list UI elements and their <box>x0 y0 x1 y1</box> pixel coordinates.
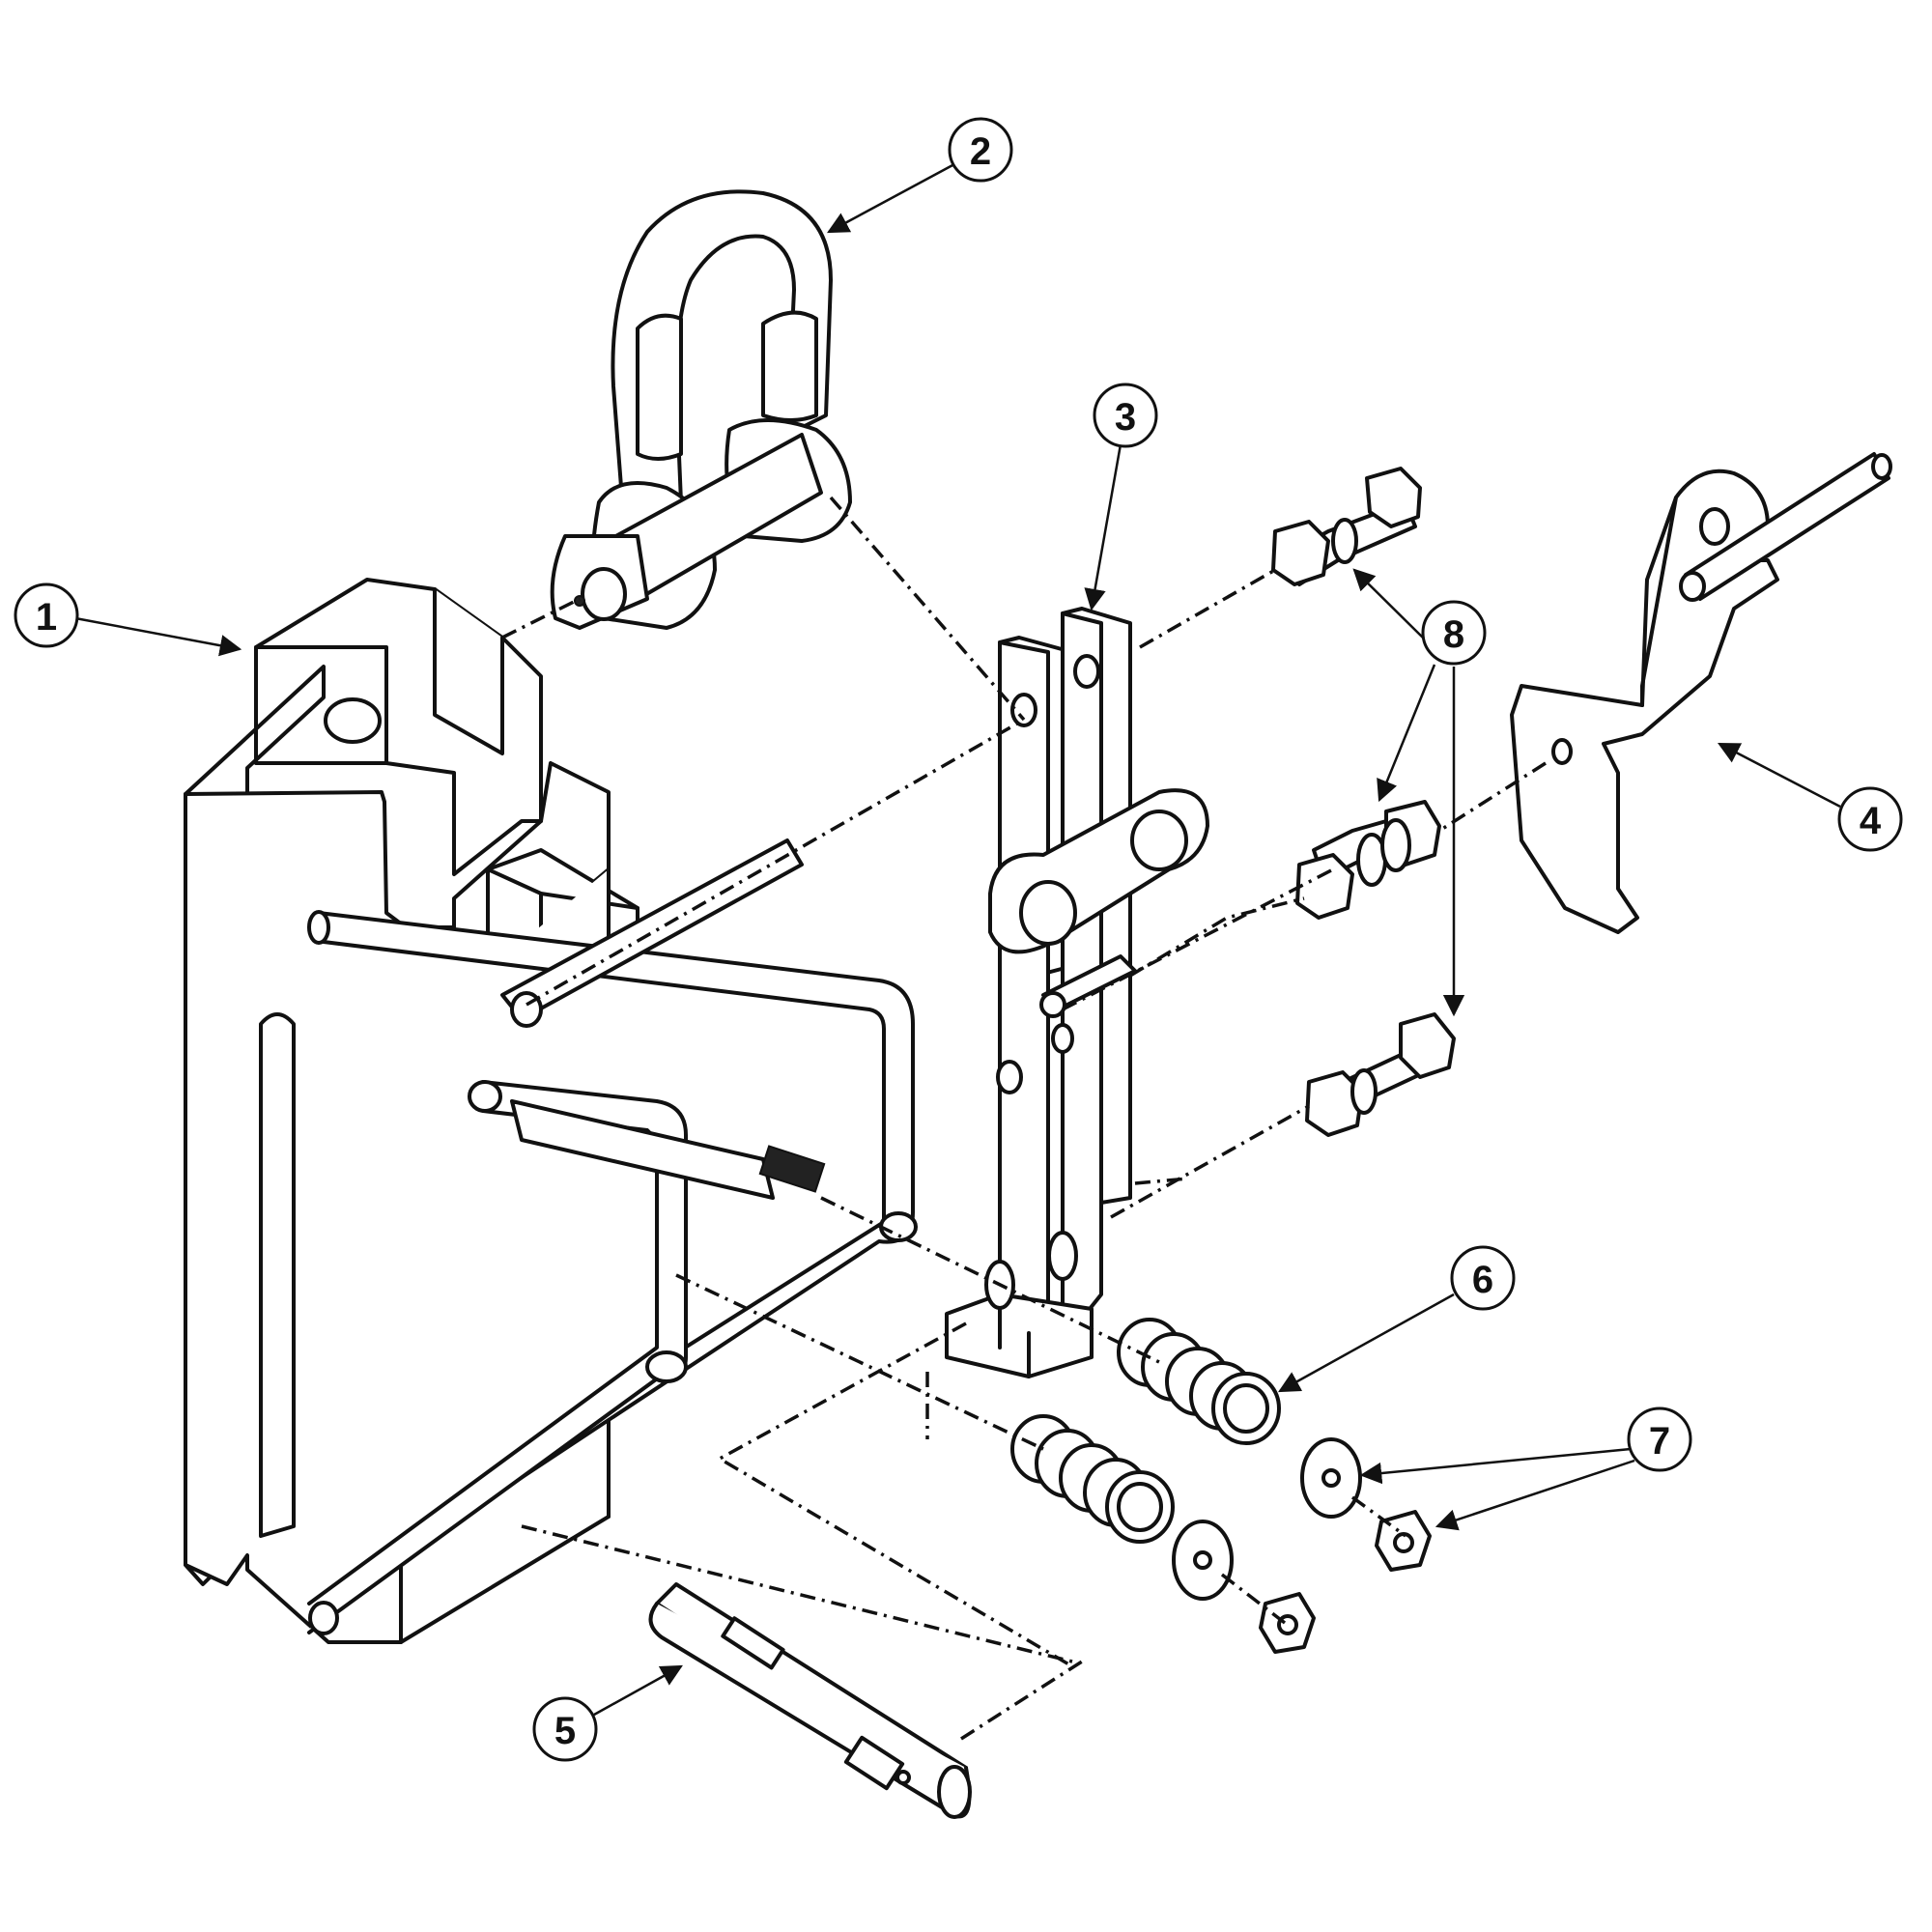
callout-8-label: 8 <box>1443 613 1464 656</box>
callout-6-label: 6 <box>1472 1259 1493 1301</box>
callout-1-label: 1 <box>36 596 57 639</box>
callout-4 <box>1837 786 1903 852</box>
callout-2-label: 2 <box>970 130 991 173</box>
callout-6 <box>1450 1245 1516 1311</box>
callout-1 <box>14 582 79 648</box>
callouts: 1 2 3 4 5 6 7 8 <box>14 117 1903 1762</box>
part-hook-lever <box>1510 452 1892 934</box>
part-springs <box>1010 1318 1281 1544</box>
part-pin <box>648 1582 972 1819</box>
callout-3 <box>1093 383 1158 448</box>
callout-7 <box>1627 1406 1692 1472</box>
threaded-stud <box>758 1145 826 1193</box>
part-bolt-sets <box>1271 467 1456 1137</box>
callout-8 <box>1421 600 1487 666</box>
bolt-set-middle <box>1295 800 1441 920</box>
callout-2 <box>948 117 1013 183</box>
bolt-set-upper <box>1271 467 1422 586</box>
tube-frame <box>307 838 918 1635</box>
callout-4-label: 4 <box>1860 800 1882 842</box>
spring-lower <box>1010 1414 1175 1544</box>
assembly-lines <box>501 496 1547 1741</box>
bolt-set-lower <box>1305 1012 1456 1137</box>
part-shackle <box>550 189 852 630</box>
spring-upper <box>1117 1318 1281 1445</box>
part-washers-nuts <box>1172 1437 1432 1654</box>
callout-5 <box>532 1696 598 1762</box>
part-link-arms <box>945 607 1209 1378</box>
callout-7-label: 7 <box>1649 1420 1670 1463</box>
callout-3-label: 3 <box>1115 396 1136 439</box>
callout-5-label: 5 <box>554 1710 576 1752</box>
